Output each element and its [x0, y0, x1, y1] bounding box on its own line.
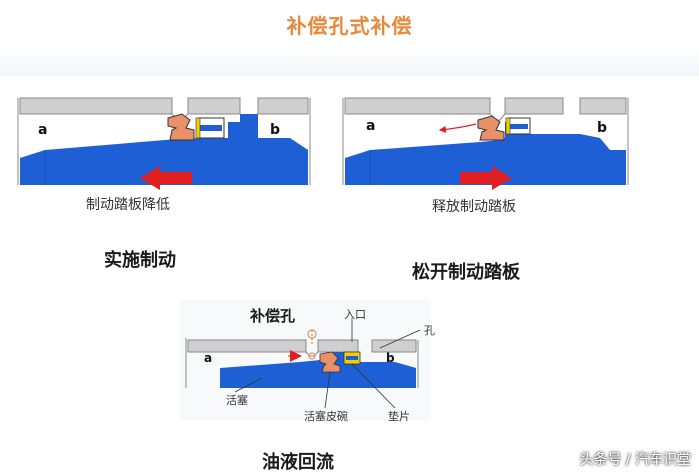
- housing-top-mid: [187, 97, 241, 115]
- chamber-a-label: a: [366, 118, 375, 134]
- label-piston: 活塞: [226, 394, 248, 407]
- piston-cup: [167, 113, 195, 141]
- housing-top-right: [371, 339, 417, 353]
- piston-cup: [319, 351, 341, 373]
- label-shim: 垫片: [388, 410, 410, 423]
- panel-fluid-return: a b: [180, 300, 430, 420]
- heading-apply-brake: 实施制动: [104, 250, 176, 271]
- direction-arrow-left: [140, 166, 192, 190]
- leader-hole: [379, 329, 421, 349]
- fluid-chamber: [345, 122, 626, 185]
- watermark: 头条号 / 汽车识堂: [579, 452, 691, 468]
- chamber-a-label: a: [204, 351, 212, 365]
- label-compensation-hole: 补偿孔: [250, 307, 296, 325]
- label-hole: 孔: [424, 324, 435, 337]
- leader-piston-cup: [324, 371, 331, 409]
- header-band: [0, 48, 699, 76]
- label-piston-cup: 活塞皮碗: [304, 410, 348, 423]
- return-flow-path: [532, 104, 577, 130]
- fluid-chamber: [20, 114, 308, 185]
- housing-top-right: [579, 97, 627, 115]
- leader-piston: [234, 377, 263, 393]
- label-inlet: 入口: [344, 308, 366, 321]
- chamber-a-label: a: [38, 122, 47, 138]
- housing-top-left: [344, 97, 491, 115]
- leader-shim: [351, 363, 396, 409]
- caption-pedal-down: 制动踏板降低: [86, 197, 170, 213]
- piston-cup: [477, 115, 505, 141]
- housing-top-right: [257, 97, 309, 115]
- chamber-b-label: b: [597, 120, 607, 136]
- diagram-title: 补偿孔式补偿: [286, 14, 413, 38]
- chamber-b-label: b: [270, 122, 280, 138]
- housing-top-left: [19, 97, 173, 115]
- panel-release-brake: a b: [342, 97, 629, 190]
- heading-release-brake: 松开制动踏板: [412, 262, 520, 283]
- direction-arrow-right: [460, 166, 512, 190]
- heading-fluid-return: 油液回流: [262, 452, 334, 473]
- chamber-b-label: b: [386, 351, 395, 365]
- panel-apply-brake: a b: [17, 97, 311, 190]
- flow-arrow: [438, 123, 477, 133]
- caption-pedal-release: 释放制动踏板: [432, 199, 516, 215]
- housing-top-mid: [504, 97, 564, 115]
